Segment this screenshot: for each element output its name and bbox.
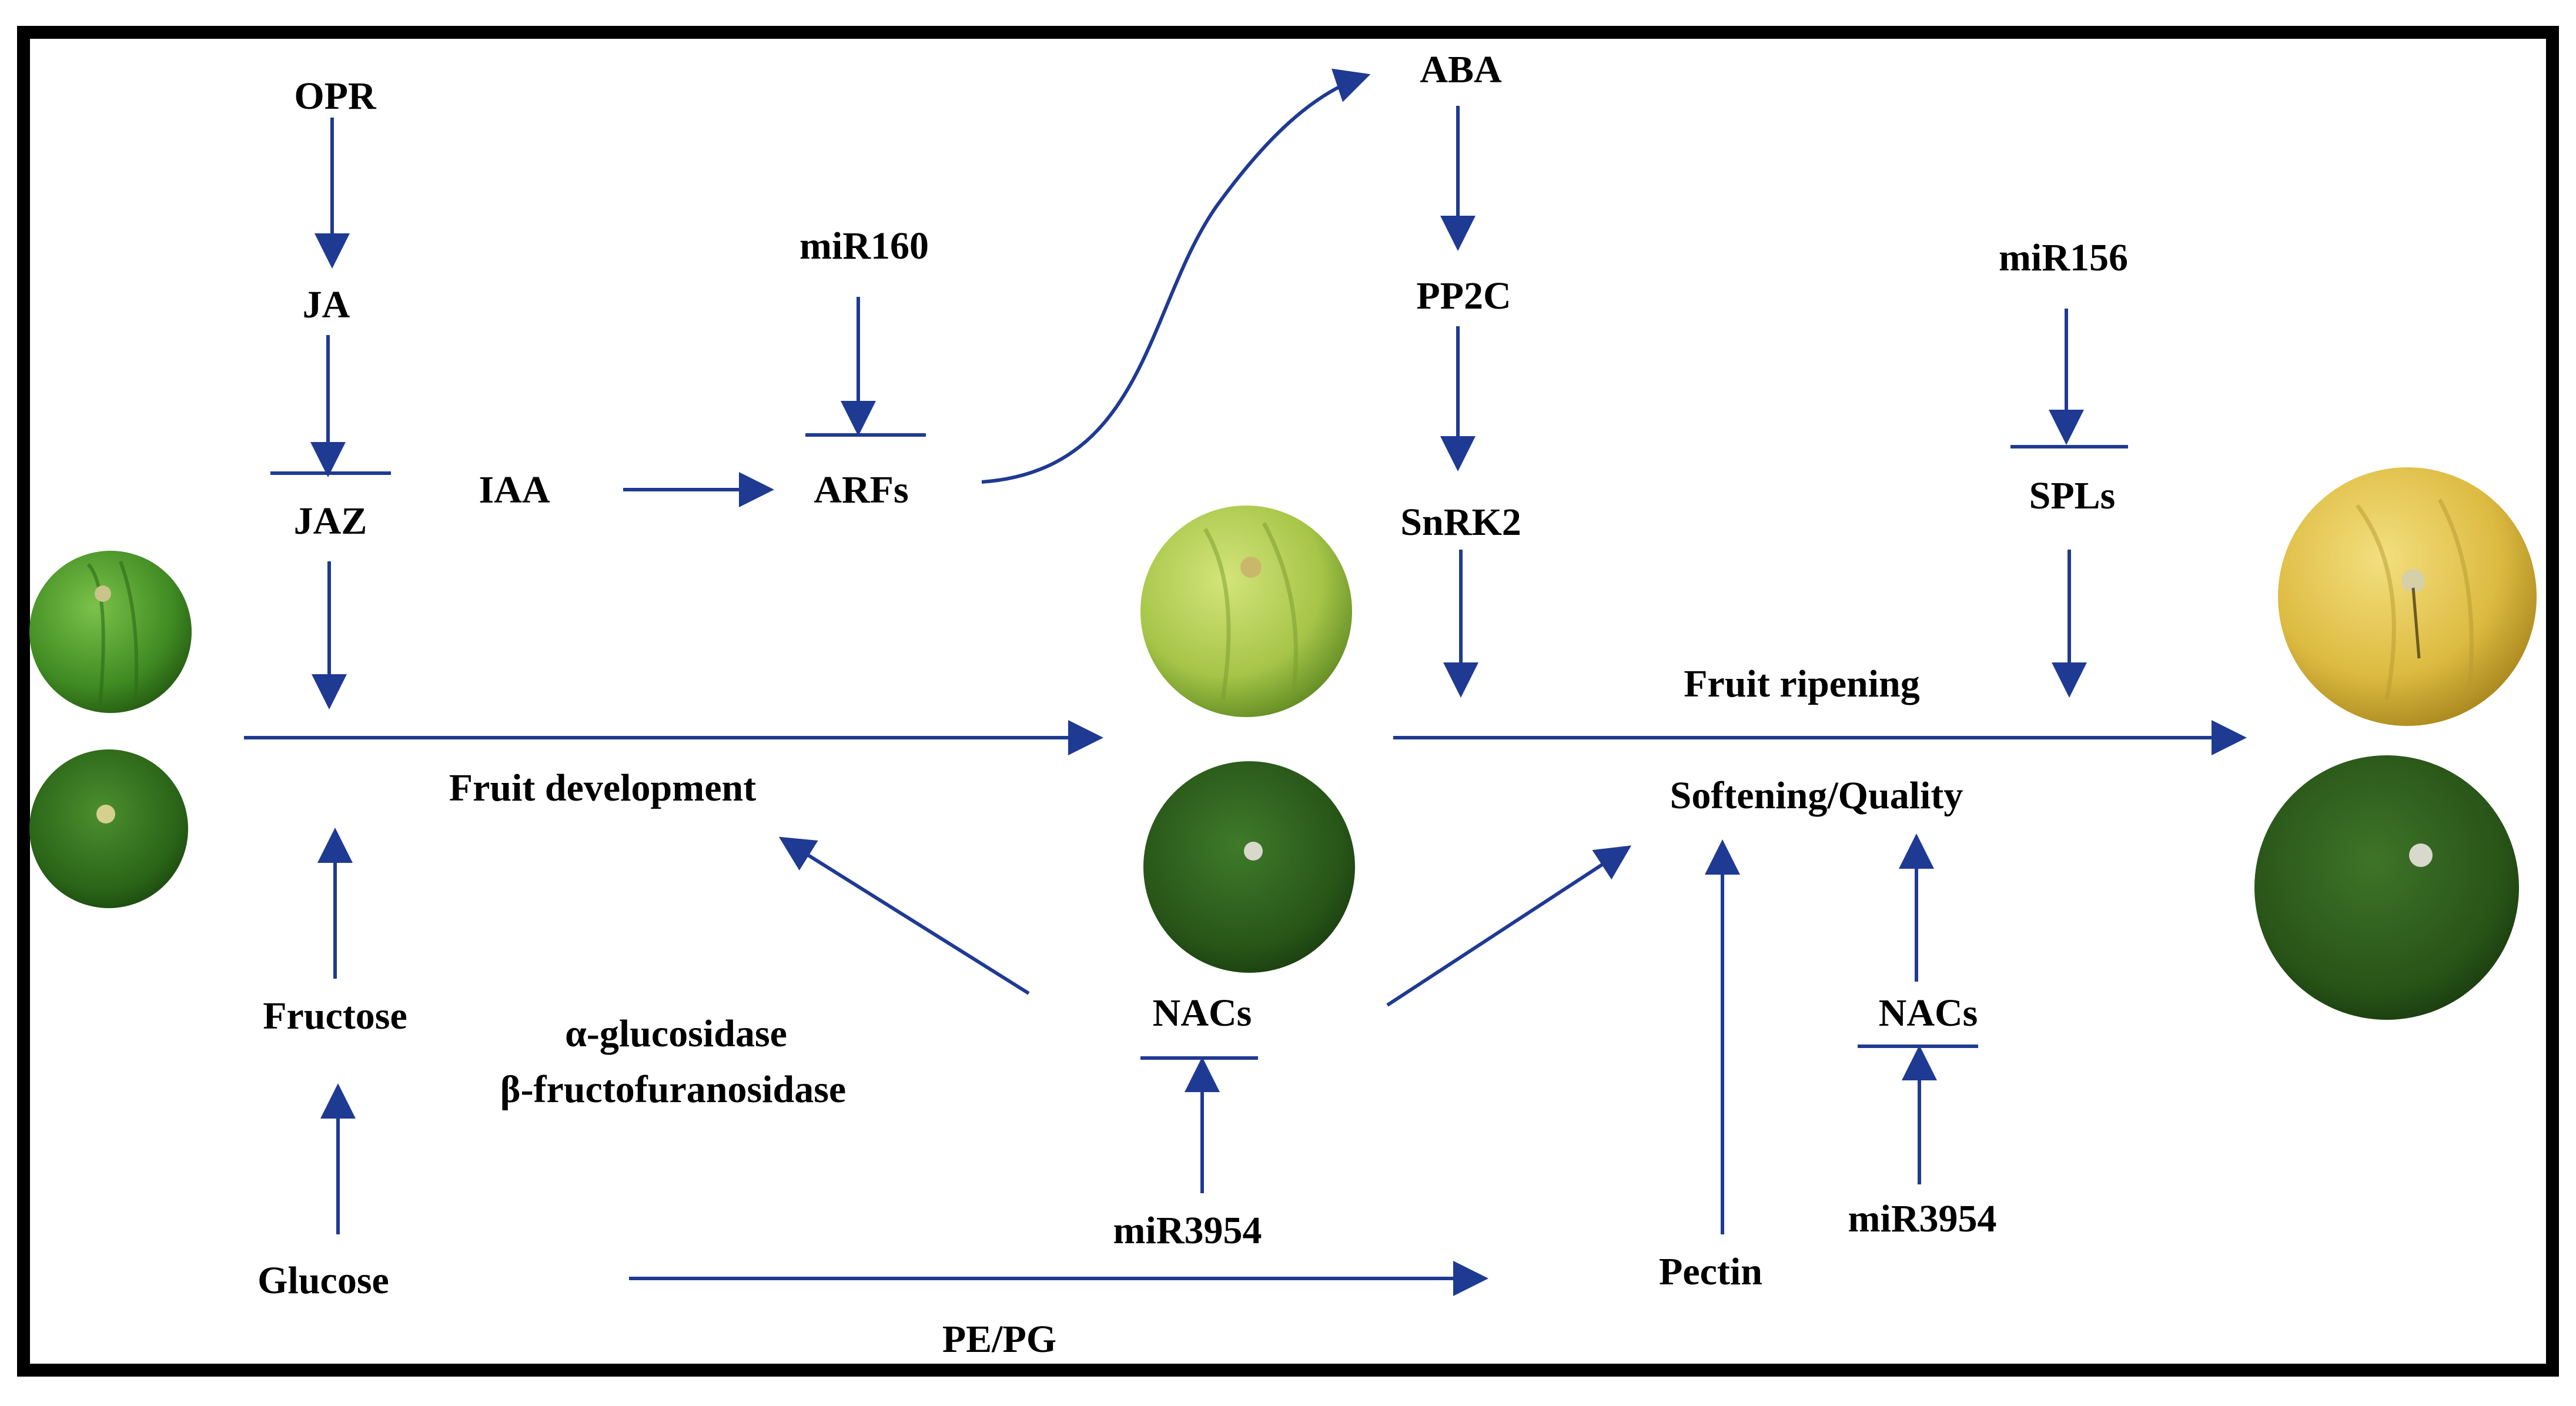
- arrow-nacs-to-development: [778, 836, 1030, 995]
- fruit-late-top-image: [2254, 755, 2519, 1020]
- pathway-arrows: [244, 68, 2247, 1296]
- label-snrk2: SnRK2: [1400, 501, 1521, 544]
- label-mir3954-right: miR3954: [1848, 1197, 1997, 1240]
- label-mir3954-center: miR3954: [1113, 1209, 1262, 1252]
- label-fructose: Fructose: [263, 995, 407, 1037]
- label-nacs-center: NACs: [1153, 992, 1252, 1035]
- label-glucose: Glucose: [257, 1259, 389, 1302]
- label-pectin: Pectin: [1659, 1250, 1762, 1293]
- fruit-early-side-image: [29, 551, 192, 713]
- fruit-late-side-image: [2278, 467, 2537, 726]
- label-opr: OPR: [294, 75, 377, 118]
- label-mir160: miR160: [799, 225, 929, 267]
- label-alpha-glucosidase: α-glucosidase: [565, 1012, 787, 1055]
- arrow-nacs-to-softening: [1386, 845, 1632, 1007]
- label-beta-fructofuranosidase: β-fructofuranosidase: [500, 1068, 846, 1111]
- label-iaa: IAA: [479, 468, 550, 511]
- fruit-middle-top-image: [1143, 761, 1355, 973]
- label-nacs-right: NACs: [1879, 992, 1978, 1035]
- label-fruit-development: Fruit development: [449, 766, 756, 809]
- label-fruit-ripening: Fruit ripening: [1684, 662, 1920, 705]
- label-spls: SPLs: [2029, 474, 2116, 517]
- fruit-middle-side-image: [1140, 506, 1352, 717]
- label-pp2c: PP2C: [1416, 274, 1511, 317]
- pathway-labels: OPR JA JAZ IAA miR160 ARFs ABA PP2C SnRK…: [257, 48, 2128, 1361]
- label-softening-quality: Softening/Quality: [1670, 774, 1963, 817]
- label-pe-pg: PE/PG: [942, 1318, 1056, 1361]
- label-arfs: ARFs: [814, 468, 908, 511]
- label-aba: ABA: [1420, 48, 1502, 91]
- label-ja: JA: [303, 283, 350, 326]
- label-mir156: miR156: [1999, 236, 2128, 279]
- fruit-early-top-image: [29, 749, 188, 908]
- label-jaz: JAZ: [294, 500, 367, 543]
- arrow-arfs-to-aba: [981, 68, 1371, 484]
- diagram-frame: [17, 26, 2559, 1377]
